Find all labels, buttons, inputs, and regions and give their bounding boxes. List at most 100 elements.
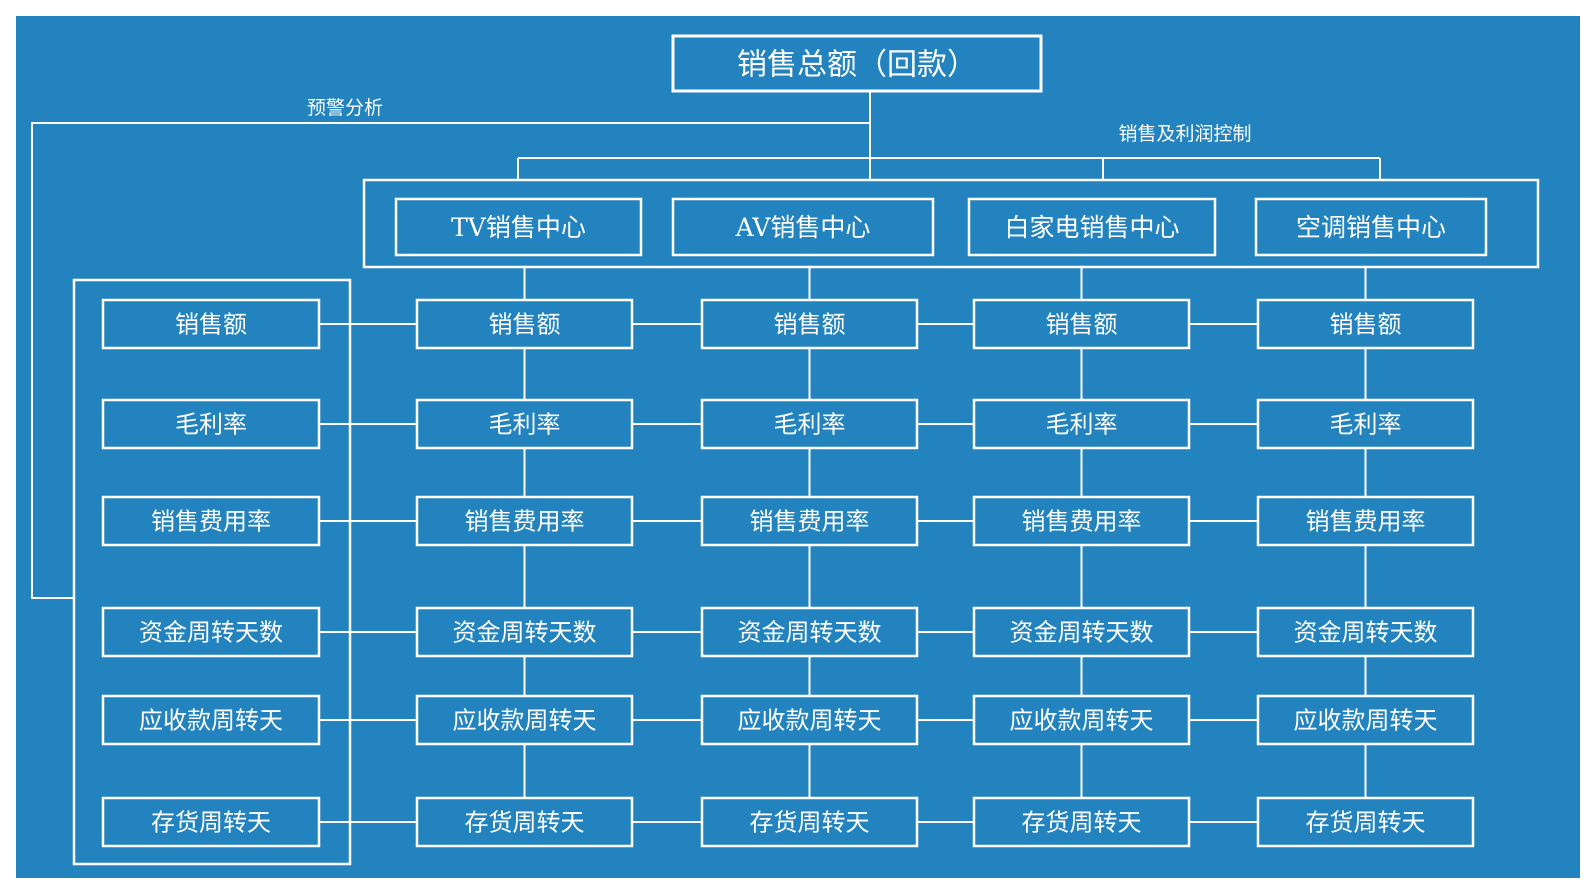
center-0-metric-2: 销售费用率 bbox=[415, 495, 634, 547]
center-box-3-frame bbox=[1254, 197, 1488, 257]
center-0-metric-2-frame bbox=[415, 495, 634, 547]
center-0-metric-5-frame bbox=[415, 796, 634, 848]
warning-metric-2: 销售费用率 bbox=[101, 495, 321, 547]
warning-metric-2-label: 销售费用率 bbox=[151, 508, 271, 536]
center-1-metric-5-label: 存货周转天 bbox=[750, 809, 870, 837]
warning-feedback-line bbox=[31, 122, 870, 599]
warning-metric-4: 应收款周转天 bbox=[101, 694, 321, 746]
center-1-metric-1-frame bbox=[700, 398, 919, 450]
center-3-metric-2-frame bbox=[1256, 495, 1475, 547]
center-1-metric-5: 存货周转天 bbox=[700, 796, 919, 848]
center-box-0-label: TV销售中心 bbox=[451, 213, 586, 242]
total-sales-box-label: 销售总额（回款） bbox=[737, 47, 977, 82]
center-3-metric-4: 应收款周转天 bbox=[1256, 694, 1475, 746]
center-1-metric-0: 销售额 bbox=[700, 298, 919, 350]
center-0-metric-4-frame bbox=[415, 694, 634, 746]
center-3-metric-0-label: 销售额 bbox=[1330, 311, 1402, 339]
warning-metric-1: 毛利率 bbox=[101, 398, 321, 450]
center-box-2-label: 白家电销售中心 bbox=[1004, 213, 1179, 242]
center-3-metric-3-label: 资金周转天数 bbox=[1294, 619, 1438, 647]
warning-metric-5: 存货周转天 bbox=[101, 796, 321, 848]
center-3-metric-0-frame bbox=[1256, 298, 1475, 350]
center-1-metric-1-label: 毛利率 bbox=[774, 411, 846, 439]
center-0-metric-5: 存货周转天 bbox=[415, 796, 634, 848]
warning-metric-5-frame bbox=[101, 796, 321, 848]
center-1-metric-4-label: 应收款周转天 bbox=[738, 707, 882, 735]
center-2-metric-0-frame bbox=[972, 298, 1191, 350]
center-1-metric-0-label: 销售额 bbox=[774, 311, 846, 339]
center-2-metric-4-frame bbox=[972, 694, 1191, 746]
center-1-metric-3-label: 资金周转天数 bbox=[738, 619, 882, 647]
center-0-metric-5-label: 存货周转天 bbox=[465, 809, 585, 837]
warning-metric-0-label: 销售额 bbox=[175, 311, 247, 339]
center-3-metric-1: 毛利率 bbox=[1256, 398, 1475, 450]
center-2-metric-3: 资金周转天数 bbox=[972, 606, 1191, 658]
center-2-metric-0: 销售额 bbox=[972, 298, 1191, 350]
center-0-metric-1: 毛利率 bbox=[415, 398, 634, 450]
center-box-3: 空调销售中心 bbox=[1254, 197, 1488, 257]
center-0-metric-3-label: 资金周转天数 bbox=[453, 619, 597, 647]
warning-analysis-label: 预警分析 bbox=[307, 97, 383, 119]
center-3-metric-0: 销售额 bbox=[1256, 298, 1475, 350]
center-0-metric-2-label: 销售费用率 bbox=[465, 508, 585, 536]
center-3-metric-2: 销售费用率 bbox=[1256, 495, 1475, 547]
center-3-metric-3-frame bbox=[1256, 606, 1475, 658]
center-box-2: 白家电销售中心 bbox=[967, 197, 1217, 257]
connector-lines bbox=[31, 91, 1540, 866]
center-0-metric-0: 销售额 bbox=[415, 298, 634, 350]
warning-metric-4-label: 应收款周转天 bbox=[139, 707, 283, 735]
center-3-metric-5-label: 存货周转天 bbox=[1306, 809, 1426, 837]
center-0-metric-4-label: 应收款周转天 bbox=[453, 707, 597, 735]
center-1-metric-4: 应收款周转天 bbox=[700, 694, 919, 746]
center-box-1: AV销售中心 bbox=[671, 197, 935, 257]
center-2-metric-4: 应收款周转天 bbox=[972, 694, 1191, 746]
center-2-metric-5: 存货周转天 bbox=[972, 796, 1191, 848]
center-2-metric-5-label: 存货周转天 bbox=[1022, 809, 1142, 837]
center-1-metric-4-frame bbox=[700, 694, 919, 746]
total-sales-box-frame bbox=[671, 34, 1043, 93]
center-0-metric-1-label: 毛利率 bbox=[489, 411, 561, 439]
center-3-metric-4-label: 应收款周转天 bbox=[1294, 707, 1438, 735]
warning-metric-1-label: 毛利率 bbox=[175, 411, 247, 439]
center-2-metric-4-label: 应收款周转天 bbox=[1010, 707, 1154, 735]
center-2-metric-2: 销售费用率 bbox=[972, 495, 1191, 547]
center-3-metric-3: 资金周转天数 bbox=[1256, 606, 1475, 658]
center-1-metric-3-frame bbox=[700, 606, 919, 658]
center-1-metric-3: 资金周转天数 bbox=[700, 606, 919, 658]
center-box-1-frame bbox=[671, 197, 935, 257]
warning-metric-1-frame bbox=[101, 398, 321, 450]
center-1-metric-2-label: 销售费用率 bbox=[750, 508, 870, 536]
center-3-metric-4-frame bbox=[1256, 694, 1475, 746]
center-0-metric-0-label: 销售额 bbox=[489, 311, 561, 339]
center-2-metric-3-frame bbox=[972, 606, 1191, 658]
center-1-metric-1: 毛利率 bbox=[700, 398, 919, 450]
center-0-metric-4: 应收款周转天 bbox=[415, 694, 634, 746]
warning-metric-5-label: 存货周转天 bbox=[151, 809, 271, 837]
center-2-metric-2-label: 销售费用率 bbox=[1022, 508, 1142, 536]
warning-metric-3: 资金周转天数 bbox=[101, 606, 321, 658]
center-2-metric-1-frame bbox=[972, 398, 1191, 450]
center-0-metric-3: 资金周转天数 bbox=[415, 606, 634, 658]
center-2-metric-0-label: 销售额 bbox=[1046, 311, 1118, 339]
center-box-0-frame bbox=[394, 197, 643, 257]
center-1-metric-2-frame bbox=[700, 495, 919, 547]
warning-metric-3-label: 资金周转天数 bbox=[139, 619, 283, 647]
center-2-metric-2-frame bbox=[972, 495, 1191, 547]
warning-metric-2-frame bbox=[101, 495, 321, 547]
center-3-metric-5-frame bbox=[1256, 796, 1475, 848]
center-3-metric-1-label: 毛利率 bbox=[1330, 411, 1402, 439]
center-box-3-label: 空调销售中心 bbox=[1296, 213, 1446, 242]
warning-group-frame bbox=[72, 278, 352, 866]
center-0-metric-3-frame bbox=[415, 606, 634, 658]
center-3-metric-1-frame bbox=[1256, 398, 1475, 450]
center-1-metric-5-frame bbox=[700, 796, 919, 848]
center-3-metric-2-label: 销售费用率 bbox=[1306, 508, 1426, 536]
center-box-2-frame bbox=[967, 197, 1217, 257]
centers-group-frame bbox=[362, 178, 1540, 269]
sales-profit-control-label: 销售及利润控制 bbox=[1118, 123, 1251, 145]
center-0-metric-1-frame bbox=[415, 398, 634, 450]
center-2-metric-3-label: 资金周转天数 bbox=[1010, 619, 1154, 647]
center-2-metric-1-label: 毛利率 bbox=[1046, 411, 1118, 439]
